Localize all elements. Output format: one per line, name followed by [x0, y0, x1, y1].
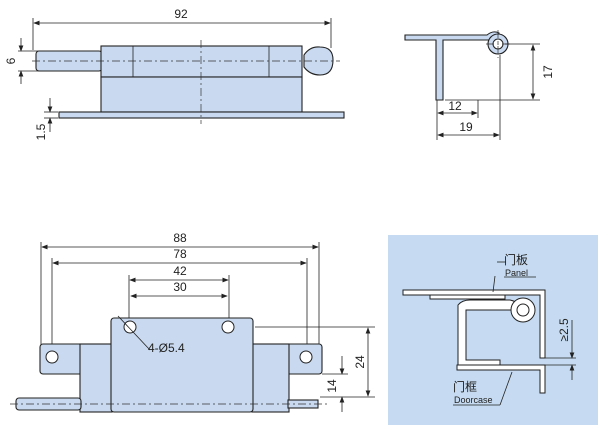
door-panel: [402, 289, 546, 359]
hinge-knob: [303, 46, 334, 76]
dim-42-label: 42: [173, 264, 187, 278]
front-body: [110, 317, 254, 413]
hole-callout-label: 4-Ø5.4: [148, 341, 185, 355]
doorcase-label-en: Doorcase: [454, 395, 493, 405]
installation-background: [388, 235, 598, 425]
front-knuckle-right: [251, 343, 290, 413]
hinge-leaf: [100, 76, 303, 113]
dim-14-label: 14: [325, 379, 339, 393]
dim-30-label: 30: [173, 280, 187, 294]
dim-88-label: 88: [173, 231, 187, 245]
panel-label-en: Panel: [505, 268, 528, 278]
mounting-plate: [58, 111, 345, 119]
dim-1-5-label: 1.5: [34, 123, 48, 140]
dim-92-label: 92: [174, 7, 188, 21]
mounting-hole: [45, 350, 59, 364]
dim-19-label: 19: [459, 120, 473, 134]
side-view: 17 12 19: [404, 30, 555, 140]
mounting-hole: [221, 320, 235, 334]
panel-label-cn: 门板: [504, 252, 528, 267]
dim-24-label: 24: [353, 355, 367, 369]
hinge-barrel: [100, 45, 303, 78]
front-knuckle-left: [79, 343, 113, 413]
dim-12-label: 12: [448, 99, 462, 113]
dim-6-label: 6: [4, 57, 18, 64]
doorcase-label-cn: 门框: [453, 379, 477, 394]
dim-17-label: 17: [541, 65, 555, 79]
side-profile-leaf: [404, 31, 500, 101]
dim-78-label: 78: [173, 247, 187, 261]
installation-view: 门板 Panel 门框 Doorcase ≥2.5: [388, 235, 598, 425]
top-view: 92 6 1.5: [4, 7, 345, 140]
gap-dim-label: ≥2.5: [557, 318, 571, 342]
front-view: 88 78 42 30 4-Ø5.4 14 24: [10, 231, 375, 413]
mounting-hole: [123, 320, 137, 334]
mounting-hole: [299, 350, 313, 364]
